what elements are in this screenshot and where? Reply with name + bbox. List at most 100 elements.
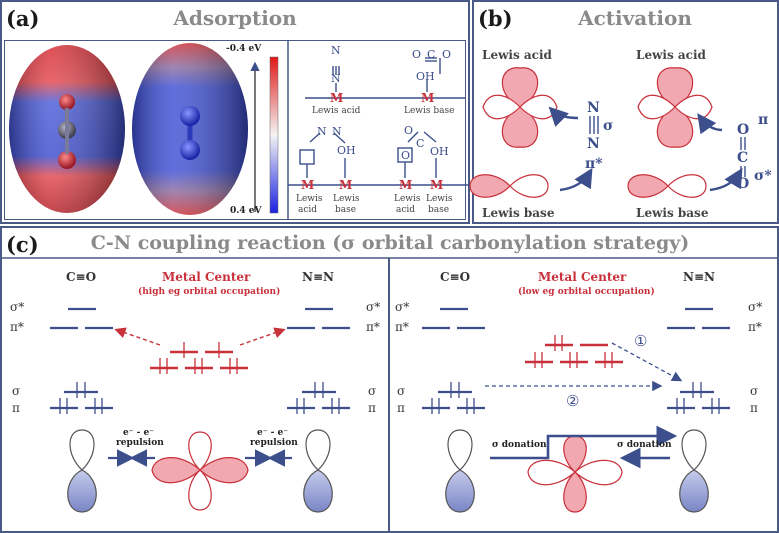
right-sigma-star-l: σ* [395, 300, 410, 314]
co-esp-surface [9, 45, 125, 213]
b-n-top: N [587, 100, 600, 116]
b-o-bottom: O [737, 176, 750, 192]
left-nn-label: N≡N [302, 270, 334, 284]
left-metal-dz2-orbital [151, 431, 249, 511]
lewis-acid-orbital-left [482, 67, 558, 148]
left-metal-electrons [159, 342, 238, 374]
lewis-n-mid: N [331, 72, 341, 85]
left-metal-center: Metal Center [162, 270, 251, 284]
right-mo-levels [422, 307, 730, 410]
lewis-base-orbital-right [627, 174, 707, 198]
lewis-m-1: M [330, 91, 344, 105]
panel-b-title: Activation [578, 6, 692, 30]
right-donation-right: σ donation [617, 440, 672, 450]
lewis-c-b: C [416, 137, 425, 150]
left-occupation: (high eg orbital occupation) [138, 287, 281, 297]
right-sigma-star-r: σ* [748, 300, 763, 314]
left-pi-star-l: π* [10, 320, 24, 334]
right-co-label: C≡O [440, 270, 471, 284]
esp-color-scale [250, 56, 279, 214]
left-repulsion-1: repulsion [116, 438, 164, 448]
lewis-o-top: O [412, 48, 422, 61]
panel-c-label: (c) [6, 232, 39, 257]
panel-c-title: C-N coupling reaction (σ orbital carbony… [90, 232, 690, 254]
b-lewis-acid-right: Lewis acid [636, 48, 706, 62]
right-nn-label: N≡N [683, 270, 715, 284]
right-metal-electrons [534, 335, 613, 368]
lewis-base-2: base [335, 205, 357, 215]
lewis-acid-label-1: Lewis acid [312, 106, 361, 116]
lewis-acid-orbital-right [637, 67, 713, 148]
lewis-o-b2: O [401, 149, 411, 162]
b-lewis-base-left: Lewis base [482, 206, 555, 220]
scale-top-label: -0.4 eV [226, 44, 262, 54]
b-n-bottom: N [587, 136, 600, 152]
b-pi-star: π* [585, 156, 603, 172]
lewis-m-5: M [399, 178, 413, 192]
panel-a-title: Adsorption [173, 6, 297, 30]
lewis-lewis-4: Lewis [426, 194, 453, 204]
lewis-o-b: O [404, 124, 414, 137]
left-repulsion-label-2: e⁻ - e⁻ [257, 428, 288, 438]
lewis-m-6: M [430, 178, 444, 192]
right-co-sigma-orbital [445, 429, 475, 513]
right-step-arrows [485, 342, 683, 392]
left-sigma-r: σ [368, 384, 377, 398]
left-pi-star-r: π* [366, 320, 380, 334]
lewis-m-4: M [339, 178, 353, 192]
lewis-m-3: M [301, 178, 315, 192]
left-mo-levels [50, 307, 350, 410]
right-step-2: ② [566, 392, 580, 410]
left-co-label: C≡O [66, 270, 97, 284]
b-lewis-base-right: Lewis base [636, 206, 709, 220]
right-pi-r: π [750, 401, 758, 415]
panel-b-label: (b) [478, 6, 513, 31]
b-c-mid: C [737, 150, 749, 166]
right-pi-star-r: π* [748, 320, 762, 334]
lewis-acid-1: acid [298, 205, 318, 215]
b-sigma-star: σ* [754, 168, 772, 184]
co2-vertical [740, 137, 746, 177]
lewis-n-b2: N [332, 125, 342, 138]
lewis-oh-1: OH [416, 70, 435, 83]
right-donation-left: σ donation [492, 440, 547, 450]
right-step-1: ① [634, 332, 648, 350]
lewis-base-orbital-left [469, 174, 549, 198]
scale-bottom-label: 0.4 eV [230, 206, 262, 216]
right-pi-l: π [397, 401, 405, 415]
lewis-lewis-1: Lewis [296, 194, 323, 204]
b-sigma: σ [603, 118, 614, 134]
left-co-sigma-orbital [67, 429, 97, 513]
left-repulsion-label-1: e⁻ - e⁻ [123, 428, 154, 438]
lewis-c-top: C [427, 48, 436, 61]
lewis-lewis-3: Lewis [394, 194, 421, 204]
lewis-lewis-2: Lewis [333, 194, 360, 204]
left-pi-r: π [368, 401, 376, 415]
lewis-acid-3: acid [396, 205, 416, 215]
b-lewis-acid-left: Lewis acid [482, 48, 552, 62]
panel-a-inner-frame [4, 40, 466, 220]
right-electrons [431, 382, 720, 414]
right-n2-sigma-orbital [679, 429, 709, 513]
right-occupation: (low eg orbital occupation) [518, 287, 655, 297]
lewis-oh-2: OH [337, 144, 356, 157]
left-metal-levels [150, 350, 248, 370]
right-metal-center: Metal Center [538, 270, 627, 284]
left-sigma-star-r: σ* [366, 300, 381, 314]
left-sigma-l: σ [12, 384, 21, 398]
lewis-n-b1: N [317, 125, 327, 138]
activation-arrows [548, 106, 743, 192]
right-donation-arrows [490, 425, 678, 469]
left-n2-sigma-orbital [303, 429, 333, 513]
left-metal-arrows [114, 327, 286, 346]
lewis-oh-3: OH [430, 145, 449, 158]
n2-esp-surface [132, 43, 248, 215]
right-pi-star-l: π* [395, 320, 409, 334]
lewis-base-4: base [428, 205, 450, 215]
lewis-n-top: N [331, 44, 341, 57]
b-pi: π [758, 112, 769, 128]
right-sigma-l: σ [397, 384, 406, 398]
lewis-base-label-1: Lewis base [404, 106, 455, 116]
b-o-top: O [737, 122, 750, 138]
